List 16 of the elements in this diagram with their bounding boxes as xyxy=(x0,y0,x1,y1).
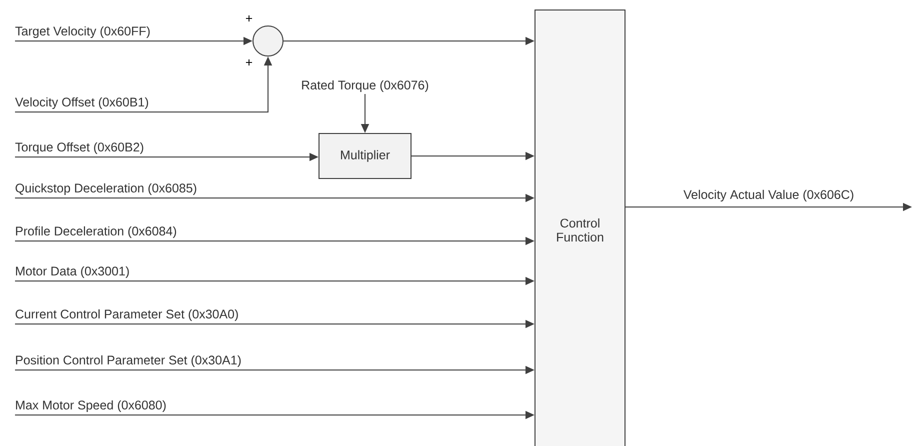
signal-label: Target Velocity (0x60FF) xyxy=(15,26,150,38)
signal-label: Velocity Offset (0x60B1) xyxy=(15,97,148,109)
plus-sign: + xyxy=(246,15,252,22)
signal-label: Current Control Parameter Set (0x30A0) xyxy=(16,309,238,321)
signal-label: Profile Deceleration (0x6084) xyxy=(16,226,176,238)
plus-sign: + xyxy=(246,59,252,66)
edge-label: Velocity Actual Value (0x606C) xyxy=(682,188,856,202)
signal-label: Max Motor Speed (0x6080) xyxy=(16,400,166,412)
signal-label: Motor Data (0x3001) xyxy=(16,266,129,278)
signal-label: Quickstop Deceleration (0x6085) xyxy=(16,183,196,195)
signal-label: Rated Torque (0x6076) xyxy=(302,80,428,92)
control-function-block: Control Function xyxy=(534,10,626,446)
signal-label: Position Control Parameter Set (0x30A1) xyxy=(16,355,241,367)
signal-label: Torque Offset (0x60B2) xyxy=(15,142,144,154)
summing-junction xyxy=(252,26,284,56)
multiplier-box: Multiplier xyxy=(318,133,412,179)
